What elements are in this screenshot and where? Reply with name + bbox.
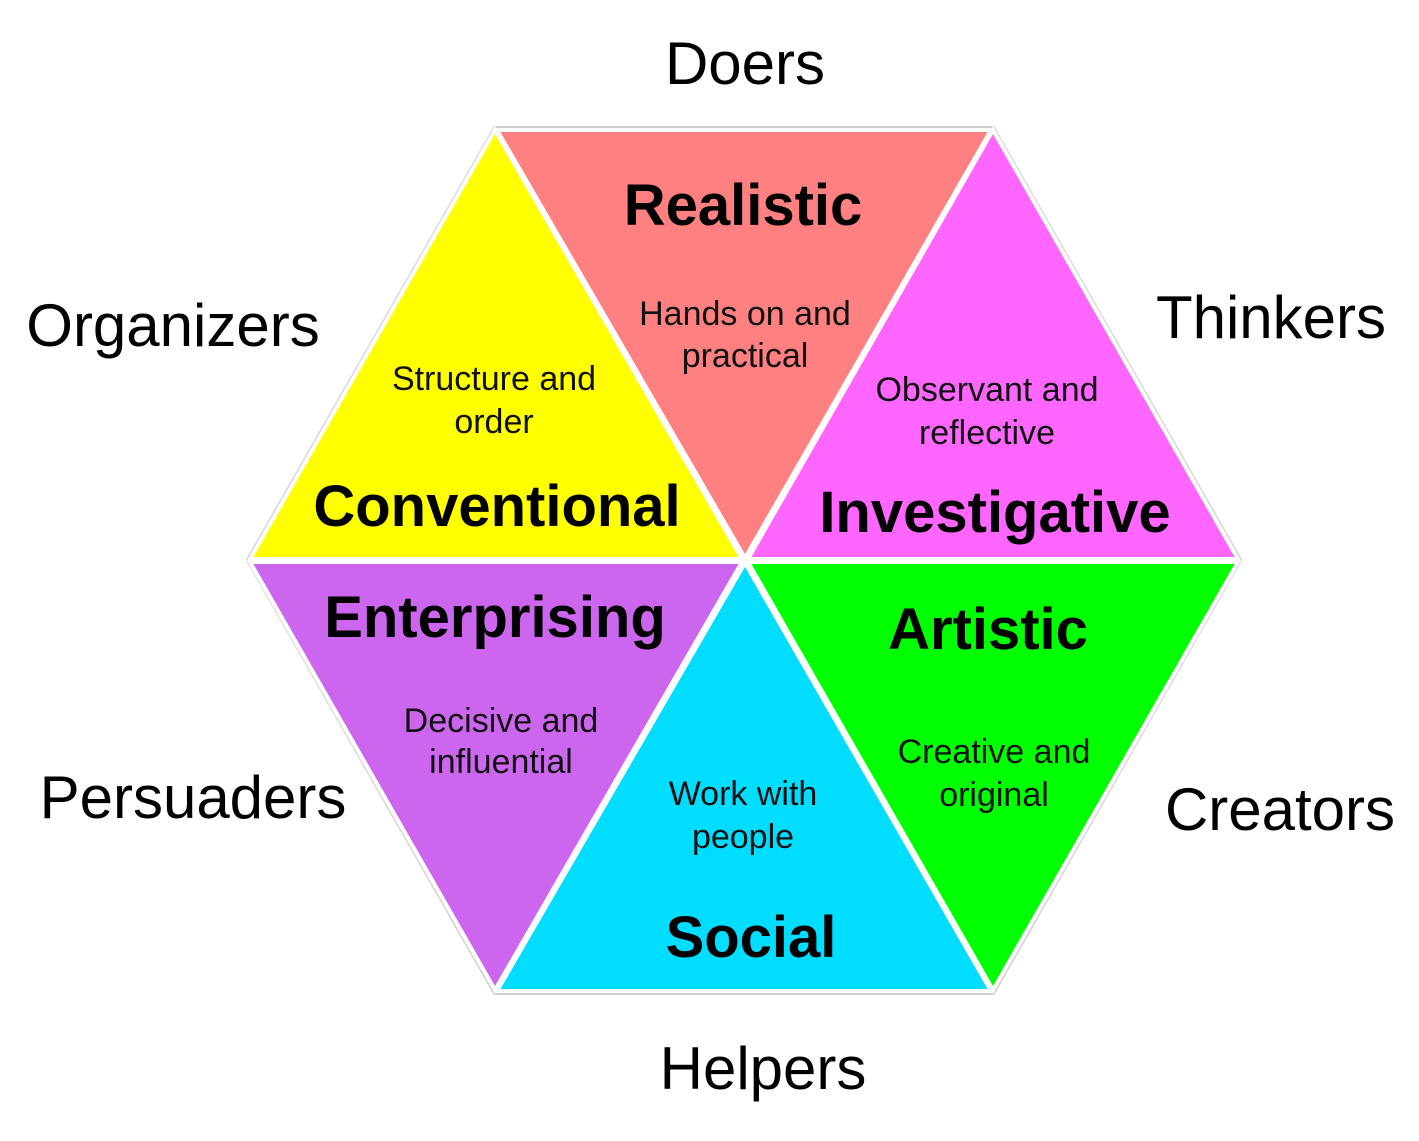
enterprising-triangle <box>246 560 746 995</box>
conventional-desc-line2: order <box>454 403 533 441</box>
conventional-triangle <box>246 125 746 561</box>
artistic-title: Artistic <box>888 597 1088 662</box>
realistic-title: Realistic <box>624 173 863 238</box>
investigative-desc-line2: reflective <box>919 414 1055 452</box>
label-creators: Creators <box>1165 776 1395 843</box>
conventional-desc-line1: Structure and <box>392 360 596 398</box>
artistic-desc-line1: Creative and <box>898 733 1091 771</box>
investigative-triangle <box>744 125 1242 561</box>
social-title: Social <box>666 905 837 970</box>
realistic-triangle <box>493 128 995 563</box>
enterprising-desc-line1: Decisive and <box>404 702 599 740</box>
label-persuaders: Persuaders <box>40 764 347 831</box>
realistic-desc-line1: Hands on and <box>639 295 851 333</box>
artistic-desc-line2: original <box>939 776 1049 814</box>
artistic-triangle <box>744 560 1242 995</box>
social-desc-line1: Work with <box>669 775 818 813</box>
social-triangle <box>493 558 995 993</box>
enterprising-title: Enterprising <box>324 585 666 650</box>
realistic-desc-line2: practical <box>682 337 809 375</box>
conventional-title: Conventional <box>313 474 680 539</box>
investigative-title: Investigative <box>819 480 1170 545</box>
label-helpers: Helpers <box>660 1035 867 1102</box>
label-thinkers: Thinkers <box>1156 284 1386 351</box>
investigative-desc-line1: Observant and <box>875 371 1098 409</box>
social-desc-line2: people <box>692 818 794 856</box>
label-organizers: Organizers <box>26 292 319 359</box>
enterprising-desc-line2: influential <box>429 743 573 781</box>
label-doers: Doers <box>665 30 825 97</box>
